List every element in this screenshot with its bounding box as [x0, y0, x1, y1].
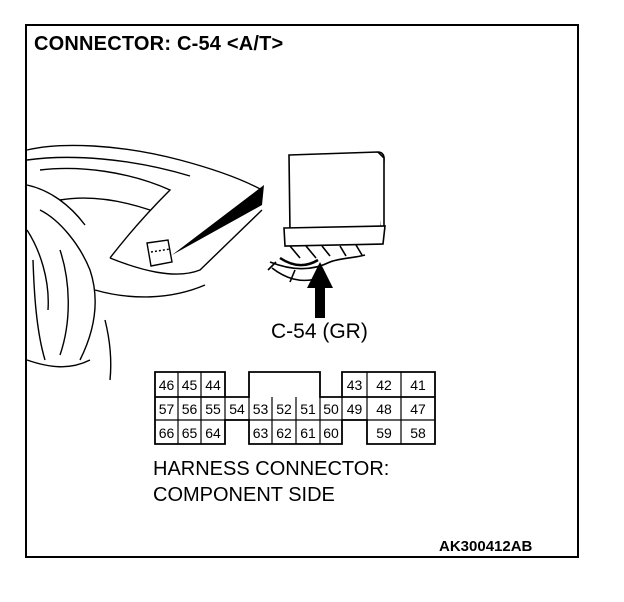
pin-label: 60 [323, 425, 339, 441]
pin-label: 56 [182, 401, 198, 417]
pin-label: 51 [300, 401, 316, 417]
harness-label-line2: COMPONENT SIDE [153, 484, 335, 506]
figure-code: AK300412AB [439, 538, 533, 555]
location-pointer [172, 185, 264, 255]
pin-label: 66 [159, 425, 175, 441]
pin-label: 62 [276, 425, 292, 441]
pin-label: 54 [229, 401, 245, 417]
pin-label: 50 [323, 401, 339, 417]
pin-label: 44 [205, 377, 221, 393]
pin-label: 41 [410, 377, 426, 393]
diagram-frame [25, 24, 579, 558]
pin-label: 58 [410, 425, 426, 441]
pin-label: 48 [376, 401, 392, 417]
connector-callout: C-54 (GR) [271, 320, 368, 343]
connector-outline [154, 371, 436, 445]
control-unit-drawing [267, 151, 386, 283]
pin-label: 46 [159, 377, 175, 393]
pin-label: 59 [376, 425, 392, 441]
pin-label: 42 [376, 377, 392, 393]
dashboard-drawing [26, 144, 263, 381]
pin-label: 45 [182, 377, 198, 393]
diagram-title: CONNECTOR: C-54 <A/T> [34, 33, 284, 55]
harness-connector-label: HARNESS CONNECTOR: COMPONENT SIDE [153, 456, 389, 508]
pin-label: 43 [347, 377, 363, 393]
pin-label: 63 [253, 425, 269, 441]
pin-label: 64 [205, 425, 221, 441]
arrow-up-icon [307, 262, 333, 318]
harness-label-line1: HARNESS CONNECTOR: [153, 458, 390, 480]
pin-label: 53 [253, 401, 269, 417]
pin-label: 55 [205, 401, 221, 417]
pin-label: 47 [410, 401, 426, 417]
pin-label: 52 [276, 401, 292, 417]
pin-label: 65 [182, 425, 198, 441]
pin-label: 61 [300, 425, 316, 441]
pin-dividers [177, 372, 402, 444]
pin-label: 49 [347, 401, 363, 417]
pin-label: 57 [159, 401, 175, 417]
pin-labels: 46 45 44 43 42 41 57 56 55 54 53 52 51 5… [159, 377, 426, 441]
